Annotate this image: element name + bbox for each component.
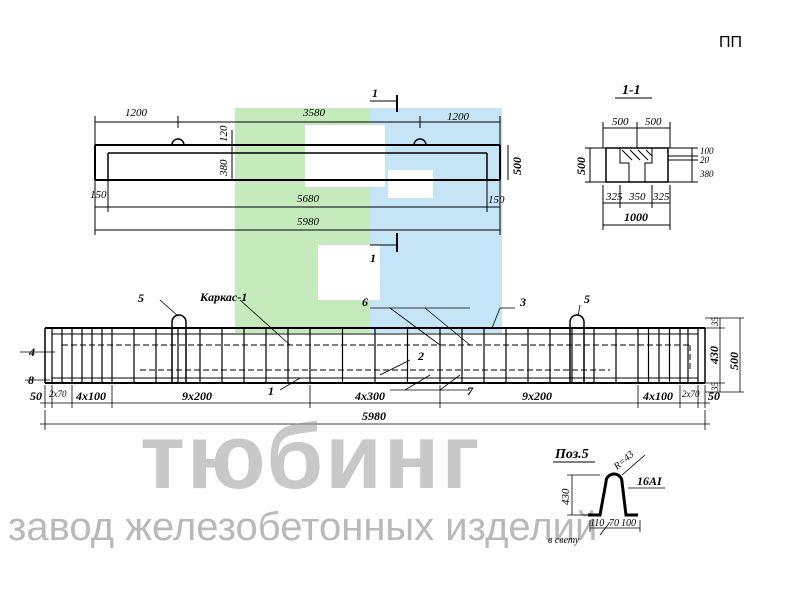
section-dim-500-left: 500: [612, 116, 629, 128]
elev-dim-380: 380: [218, 159, 230, 177]
spacing-4x300: 4x300: [354, 389, 385, 403]
detail-title: Поз.5: [554, 447, 589, 462]
cage-total-length: 5980: [362, 409, 386, 423]
spacing-9x200-right: 9x200: [522, 389, 552, 403]
detail-radius: R=43: [611, 449, 636, 473]
pos-label-6: 6: [362, 295, 368, 309]
pos-label-3: 3: [519, 295, 526, 309]
pos-label-5-left: 5: [138, 291, 144, 305]
detail-dim-110: 110: [590, 518, 604, 529]
spacing-2x70-right: 2x70: [682, 389, 700, 399]
cage-right-dims: [705, 317, 744, 393]
cage-dim-35-top: 35: [710, 317, 720, 328]
pos-label-2: 2: [417, 349, 424, 363]
cage-dim-35-bottom: 35: [710, 382, 720, 393]
pos-label-4: 4: [28, 345, 35, 359]
pos-label-8: 8: [28, 373, 34, 387]
cage-label: Каркас-1: [199, 290, 247, 304]
cage-leaders: [20, 299, 581, 391]
elev-dim-right: 1200: [447, 111, 470, 123]
product-code: ПП: [719, 34, 742, 51]
spacing-50-right: 50: [708, 389, 720, 403]
elev-dim-middle: 3580: [302, 107, 326, 119]
cross-section: [585, 122, 698, 230]
spacing-4x100-left: 4x100: [75, 389, 106, 403]
elev-dim-120: 120: [218, 125, 230, 142]
detail-dim-70: 70: [609, 518, 619, 529]
cage-dim-500: 500: [727, 352, 741, 370]
section-dim-20: 20: [700, 155, 710, 165]
logo-blue-block: [370, 108, 502, 333]
spacing-4x100-right: 4x100: [642, 389, 673, 403]
section-mark-top: 1: [372, 86, 378, 100]
section-mark-bottom: 1: [370, 251, 376, 265]
elev-dim-150-left: 150: [90, 189, 107, 201]
section-dim-100: 100: [700, 146, 714, 156]
section-dim-500-right: 500: [645, 116, 662, 128]
elev-dim-500: 500: [510, 157, 524, 175]
stirrups: [51, 328, 699, 383]
pos-label-5-right: 5: [584, 292, 590, 306]
elev-dim-5980: 5980: [297, 216, 320, 228]
beam-elevation: [94, 95, 509, 252]
detail-dim-100: 100: [621, 518, 636, 529]
cage-dim-430: 430: [707, 346, 721, 365]
spacing-50-left: 50: [30, 389, 42, 403]
pos-label-1: 1: [268, 384, 274, 398]
elev-dim-left: 1200: [125, 107, 148, 119]
detail-bar: [567, 454, 665, 536]
detail-note: в свету: [548, 535, 580, 546]
section-dim-325-right: 325: [652, 191, 670, 203]
section-dim-350: 350: [628, 191, 646, 203]
section-dim-380: 380: [699, 169, 714, 179]
brand-tagline: завод железобетонных изделий: [8, 505, 597, 549]
elev-dim-5680: 5680: [297, 193, 320, 205]
spacing-2x70-left: 2x70: [49, 389, 67, 399]
brand-logo: [235, 108, 502, 333]
pos-label-7: 7: [467, 384, 474, 398]
detail-height: 430: [560, 488, 572, 505]
spacing-9x200-left: 9x200: [182, 389, 212, 403]
detail-bar-spec: 16AI: [637, 474, 663, 488]
elev-dim-150-right: 150: [488, 194, 505, 206]
section-dim-1000: 1000: [624, 210, 648, 224]
section-dim-325-left: 325: [605, 191, 623, 203]
brand-name: тюбинг: [140, 406, 482, 508]
section-dim-500-height: 500: [574, 157, 588, 175]
spacing-dims: [40, 385, 710, 430]
section-title: 1-1: [622, 83, 641, 98]
